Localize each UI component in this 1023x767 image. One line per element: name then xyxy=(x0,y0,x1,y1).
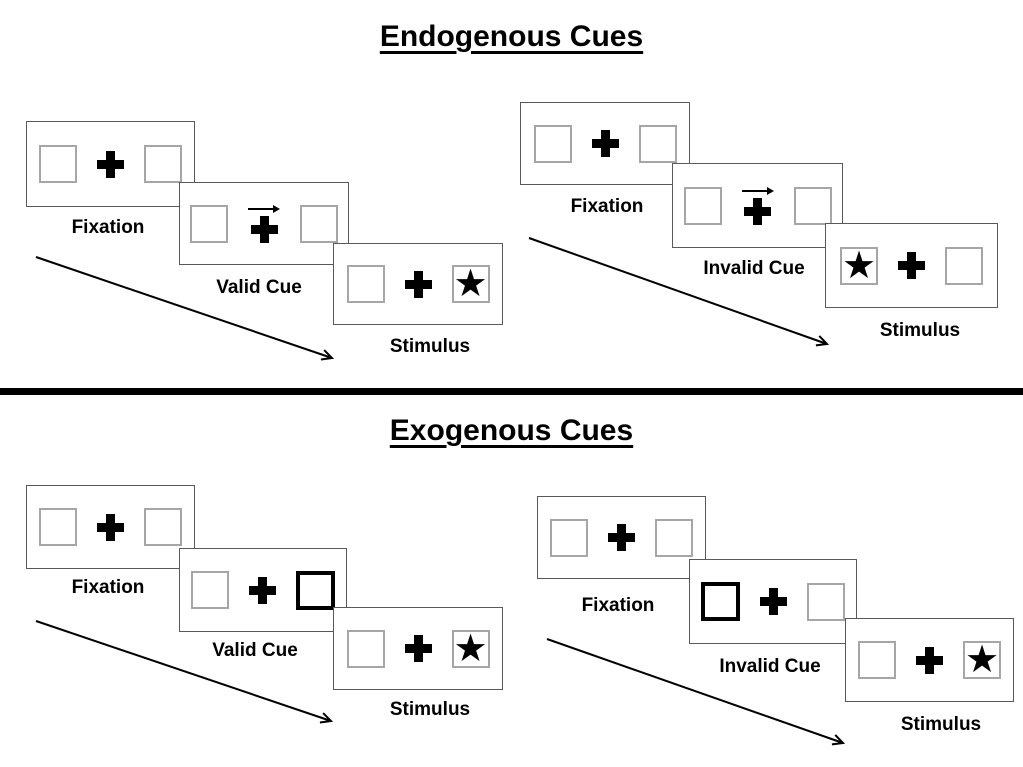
fixation-cross-icon xyxy=(250,216,278,243)
right-box xyxy=(945,246,983,285)
left-box xyxy=(39,145,77,183)
left-box xyxy=(346,629,385,668)
step-label-stimulus: Stimulus xyxy=(389,699,471,720)
left-box xyxy=(191,571,229,609)
star-icon: ★ xyxy=(453,627,488,670)
sequence-order-arrow xyxy=(546,638,846,746)
exo-valid-stimulus-panel: ★ xyxy=(333,607,503,690)
fixation-cross-icon xyxy=(404,270,432,298)
star-icon: ★ xyxy=(841,244,877,287)
step-label-invalid-cue: Invalid Cue xyxy=(703,258,805,279)
right-box xyxy=(144,145,182,183)
right-box xyxy=(300,204,338,243)
step-label-fixation: Fixation xyxy=(71,217,145,238)
fixation-cross-icon xyxy=(249,576,276,604)
right-box xyxy=(655,518,693,557)
sequence-order-arrow xyxy=(528,237,830,347)
endogenous-section-title: Endogenous Cues xyxy=(379,20,644,53)
star-icon: ★ xyxy=(964,639,1000,681)
endo-valid-cue-panel xyxy=(179,182,349,265)
step-label-fixation: Fixation xyxy=(581,595,655,616)
right-box xyxy=(144,508,182,546)
central-cue xyxy=(741,186,774,225)
left-box xyxy=(683,186,722,225)
fixation-cross-icon xyxy=(97,150,124,178)
left-box-with-star: ★ xyxy=(840,244,878,287)
fixation-cross-icon xyxy=(591,130,619,157)
exo-invalid-fixation-panel xyxy=(537,496,706,579)
right-box xyxy=(807,582,845,621)
cue-arrow-right-icon xyxy=(248,204,280,213)
step-label-stimulus: Stimulus xyxy=(879,320,961,341)
step-label-stimulus: Stimulus xyxy=(389,336,471,357)
fixation-cross-icon xyxy=(760,588,787,615)
left-box xyxy=(39,508,77,546)
exo-invalid-stimulus-panel: ★ xyxy=(845,618,1014,702)
left-box xyxy=(550,518,588,557)
right-box-with-star: ★ xyxy=(963,641,1001,679)
exo-valid-cue-panel xyxy=(179,548,347,632)
step-label-fixation: Fixation xyxy=(570,196,644,217)
endo-invalid-fixation-panel xyxy=(520,102,690,185)
right-box xyxy=(638,124,677,163)
right-box-with-star: ★ xyxy=(451,263,490,305)
right-box-with-star: ★ xyxy=(451,627,490,670)
step-label-fixation: Fixation xyxy=(71,577,145,598)
right-box xyxy=(793,186,832,225)
section-divider xyxy=(0,388,1023,395)
central-cue xyxy=(248,204,280,243)
exo-invalid-cue-panel xyxy=(689,559,857,644)
sequence-order-arrow xyxy=(35,620,334,724)
left-box xyxy=(190,204,228,243)
left-box xyxy=(346,265,385,303)
fixation-cross-icon xyxy=(404,635,432,662)
endo-valid-fixation-panel xyxy=(26,121,195,207)
fixation-cross-icon xyxy=(916,646,943,674)
endo-invalid-stimulus-panel: ★ xyxy=(825,223,998,308)
left-box xyxy=(533,124,572,163)
exo-valid-fixation-panel xyxy=(26,485,195,569)
fixation-cross-icon xyxy=(97,513,124,541)
endo-valid-stimulus-panel: ★ xyxy=(333,243,503,325)
step-label-stimulus: Stimulus xyxy=(900,714,982,735)
sequence-order-arrow xyxy=(35,256,335,361)
fixation-cross-icon xyxy=(898,252,925,279)
cue-arrow-right-icon xyxy=(741,186,774,195)
exogenous-section-title: Exogenous Cues xyxy=(389,414,634,447)
step-label-valid-cue: Valid Cue xyxy=(212,640,298,661)
fixation-cross-icon xyxy=(744,198,771,225)
left-box xyxy=(858,641,896,679)
left-box-bold-cue xyxy=(701,582,740,621)
star-icon: ★ xyxy=(453,263,488,305)
right-box-bold-cue xyxy=(296,570,335,610)
endo-invalid-cue-panel xyxy=(672,163,843,248)
step-label-invalid-cue: Invalid Cue xyxy=(719,656,821,677)
fixation-cross-icon xyxy=(608,524,635,551)
step-label-valid-cue: Valid Cue xyxy=(216,277,302,298)
